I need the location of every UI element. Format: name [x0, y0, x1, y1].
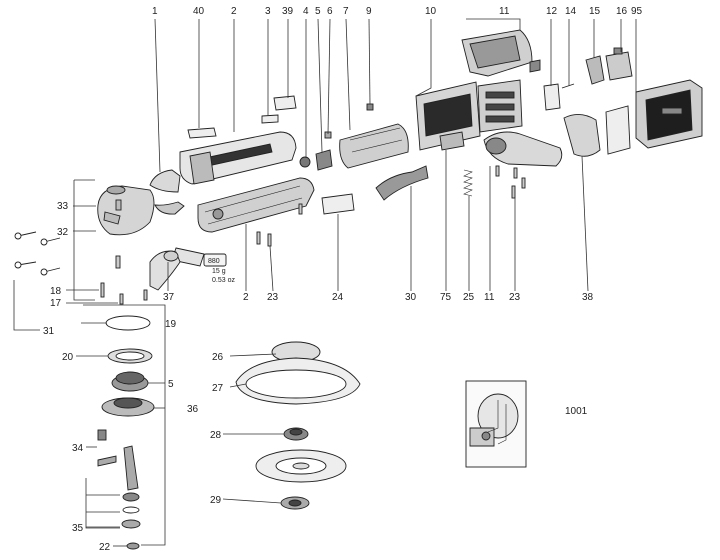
part-number: 9 — [366, 6, 372, 17]
part-number: 30 — [405, 292, 417, 303]
battery-pack-95 — [635, 79, 703, 149]
part-number: 5 — [315, 6, 321, 17]
part-number-labels: 1 40 2 3 39 4 5 6 7 9 10 11 12 14 15 16 … — [43, 6, 643, 553]
part-number: 24 — [332, 292, 344, 303]
o-ring-19 — [105, 315, 151, 331]
grease-code: 880 — [208, 258, 220, 265]
part-number: 35 — [72, 523, 84, 534]
part-number: 2 — [243, 292, 249, 303]
grinding-disc — [255, 449, 347, 483]
part-number: 32 — [57, 227, 69, 238]
part-number: 75 — [440, 292, 452, 303]
clamp-nut-29 — [280, 496, 310, 510]
motor-parts-4-7 — [299, 123, 409, 171]
part-number: 10 — [425, 6, 437, 17]
switch-trigger-30 — [375, 165, 429, 201]
part-number: 3 — [265, 6, 271, 17]
label-plate-40 — [187, 127, 217, 139]
battery-cover-38 — [563, 114, 601, 157]
cover-plate-38 — [605, 105, 631, 155]
electronics-module-10 — [415, 81, 481, 151]
part-number: 11 — [484, 292, 495, 303]
plate-12 — [543, 83, 561, 111]
grease-weight-g: 15 g — [212, 268, 226, 275]
part-number: 14 — [565, 6, 577, 17]
part-number: 36 — [187, 404, 199, 415]
part-number: 26 — [212, 352, 224, 363]
grease-tube-label: 880 15 g 0.53 oz — [208, 258, 235, 284]
part-number: 33 — [57, 201, 69, 212]
spindle-lock-34 — [97, 429, 117, 467]
ring-20 — [107, 348, 153, 364]
part-number: 2 — [231, 6, 237, 17]
part-number: 19 — [165, 319, 177, 330]
part-number: 20 — [62, 352, 74, 363]
part-number: 95 — [631, 6, 643, 17]
part-number: 7 — [343, 6, 349, 17]
part-number: 17 — [50, 298, 62, 309]
spindle-shaft — [123, 445, 139, 491]
part-number: 12 — [546, 6, 558, 17]
part-number: 39 — [282, 6, 294, 17]
latch-16 — [605, 47, 633, 81]
grease-tube — [171, 247, 227, 267]
motor-housing-lower — [197, 177, 315, 233]
part-number: 15 — [589, 6, 601, 17]
part-number: 1001 — [565, 406, 588, 417]
screw-23 — [256, 203, 303, 247]
clip-11 — [529, 59, 541, 73]
label-plate-3 — [261, 114, 279, 124]
lower-battery-housing — [483, 131, 563, 167]
part-number: 40 — [193, 6, 205, 17]
flange-36 — [101, 397, 155, 417]
spring-25 — [463, 169, 473, 197]
part-number: 31 — [43, 326, 55, 337]
grease-weight-oz: 0.53 oz — [212, 277, 235, 284]
part-number: 11 — [499, 6, 510, 17]
front-housing-shell — [149, 169, 185, 215]
label-plate-39 — [273, 95, 297, 111]
spring-14 — [561, 83, 575, 89]
part-number: 25 — [463, 292, 475, 303]
part-number: 16 — [616, 6, 628, 17]
part-number: 6 — [327, 6, 333, 17]
part-number: 38 — [582, 292, 594, 303]
part-number: 18 — [50, 286, 62, 297]
wheel-guard-26-27 — [235, 341, 361, 405]
small-part-9 — [366, 103, 374, 111]
part-number: 29 — [210, 495, 222, 506]
battery-slide-housing — [477, 79, 523, 133]
part-number: 22 — [99, 542, 111, 553]
leader-lines — [13, 18, 637, 547]
screws-23b — [495, 165, 526, 199]
part-number: 1 — [152, 6, 158, 17]
part-number: 23 — [509, 292, 521, 303]
flange-28 — [283, 427, 309, 441]
wiring-inset — [465, 380, 527, 468]
part-number: 4 — [303, 6, 309, 17]
gear-head-screws — [100, 199, 148, 305]
part-number: 27 — [212, 383, 224, 394]
part-number: 5 — [168, 379, 174, 390]
bearing-stack-35 — [121, 492, 141, 529]
part-number: 23 — [267, 292, 279, 303]
nut-22 — [126, 542, 140, 550]
part-number: 34 — [72, 443, 84, 454]
part-number: 37 — [163, 292, 175, 303]
bevel-gear-5 — [111, 371, 149, 392]
electronics-housing-11 — [461, 29, 533, 77]
latch-15 — [585, 55, 605, 85]
motor-housing-upper — [179, 131, 297, 185]
part-number: 28 — [210, 430, 222, 441]
label-plate-24 — [321, 193, 355, 215]
gear-head-housing — [97, 185, 155, 236]
side-handle — [149, 250, 181, 291]
housing-screws-left — [14, 231, 61, 276]
